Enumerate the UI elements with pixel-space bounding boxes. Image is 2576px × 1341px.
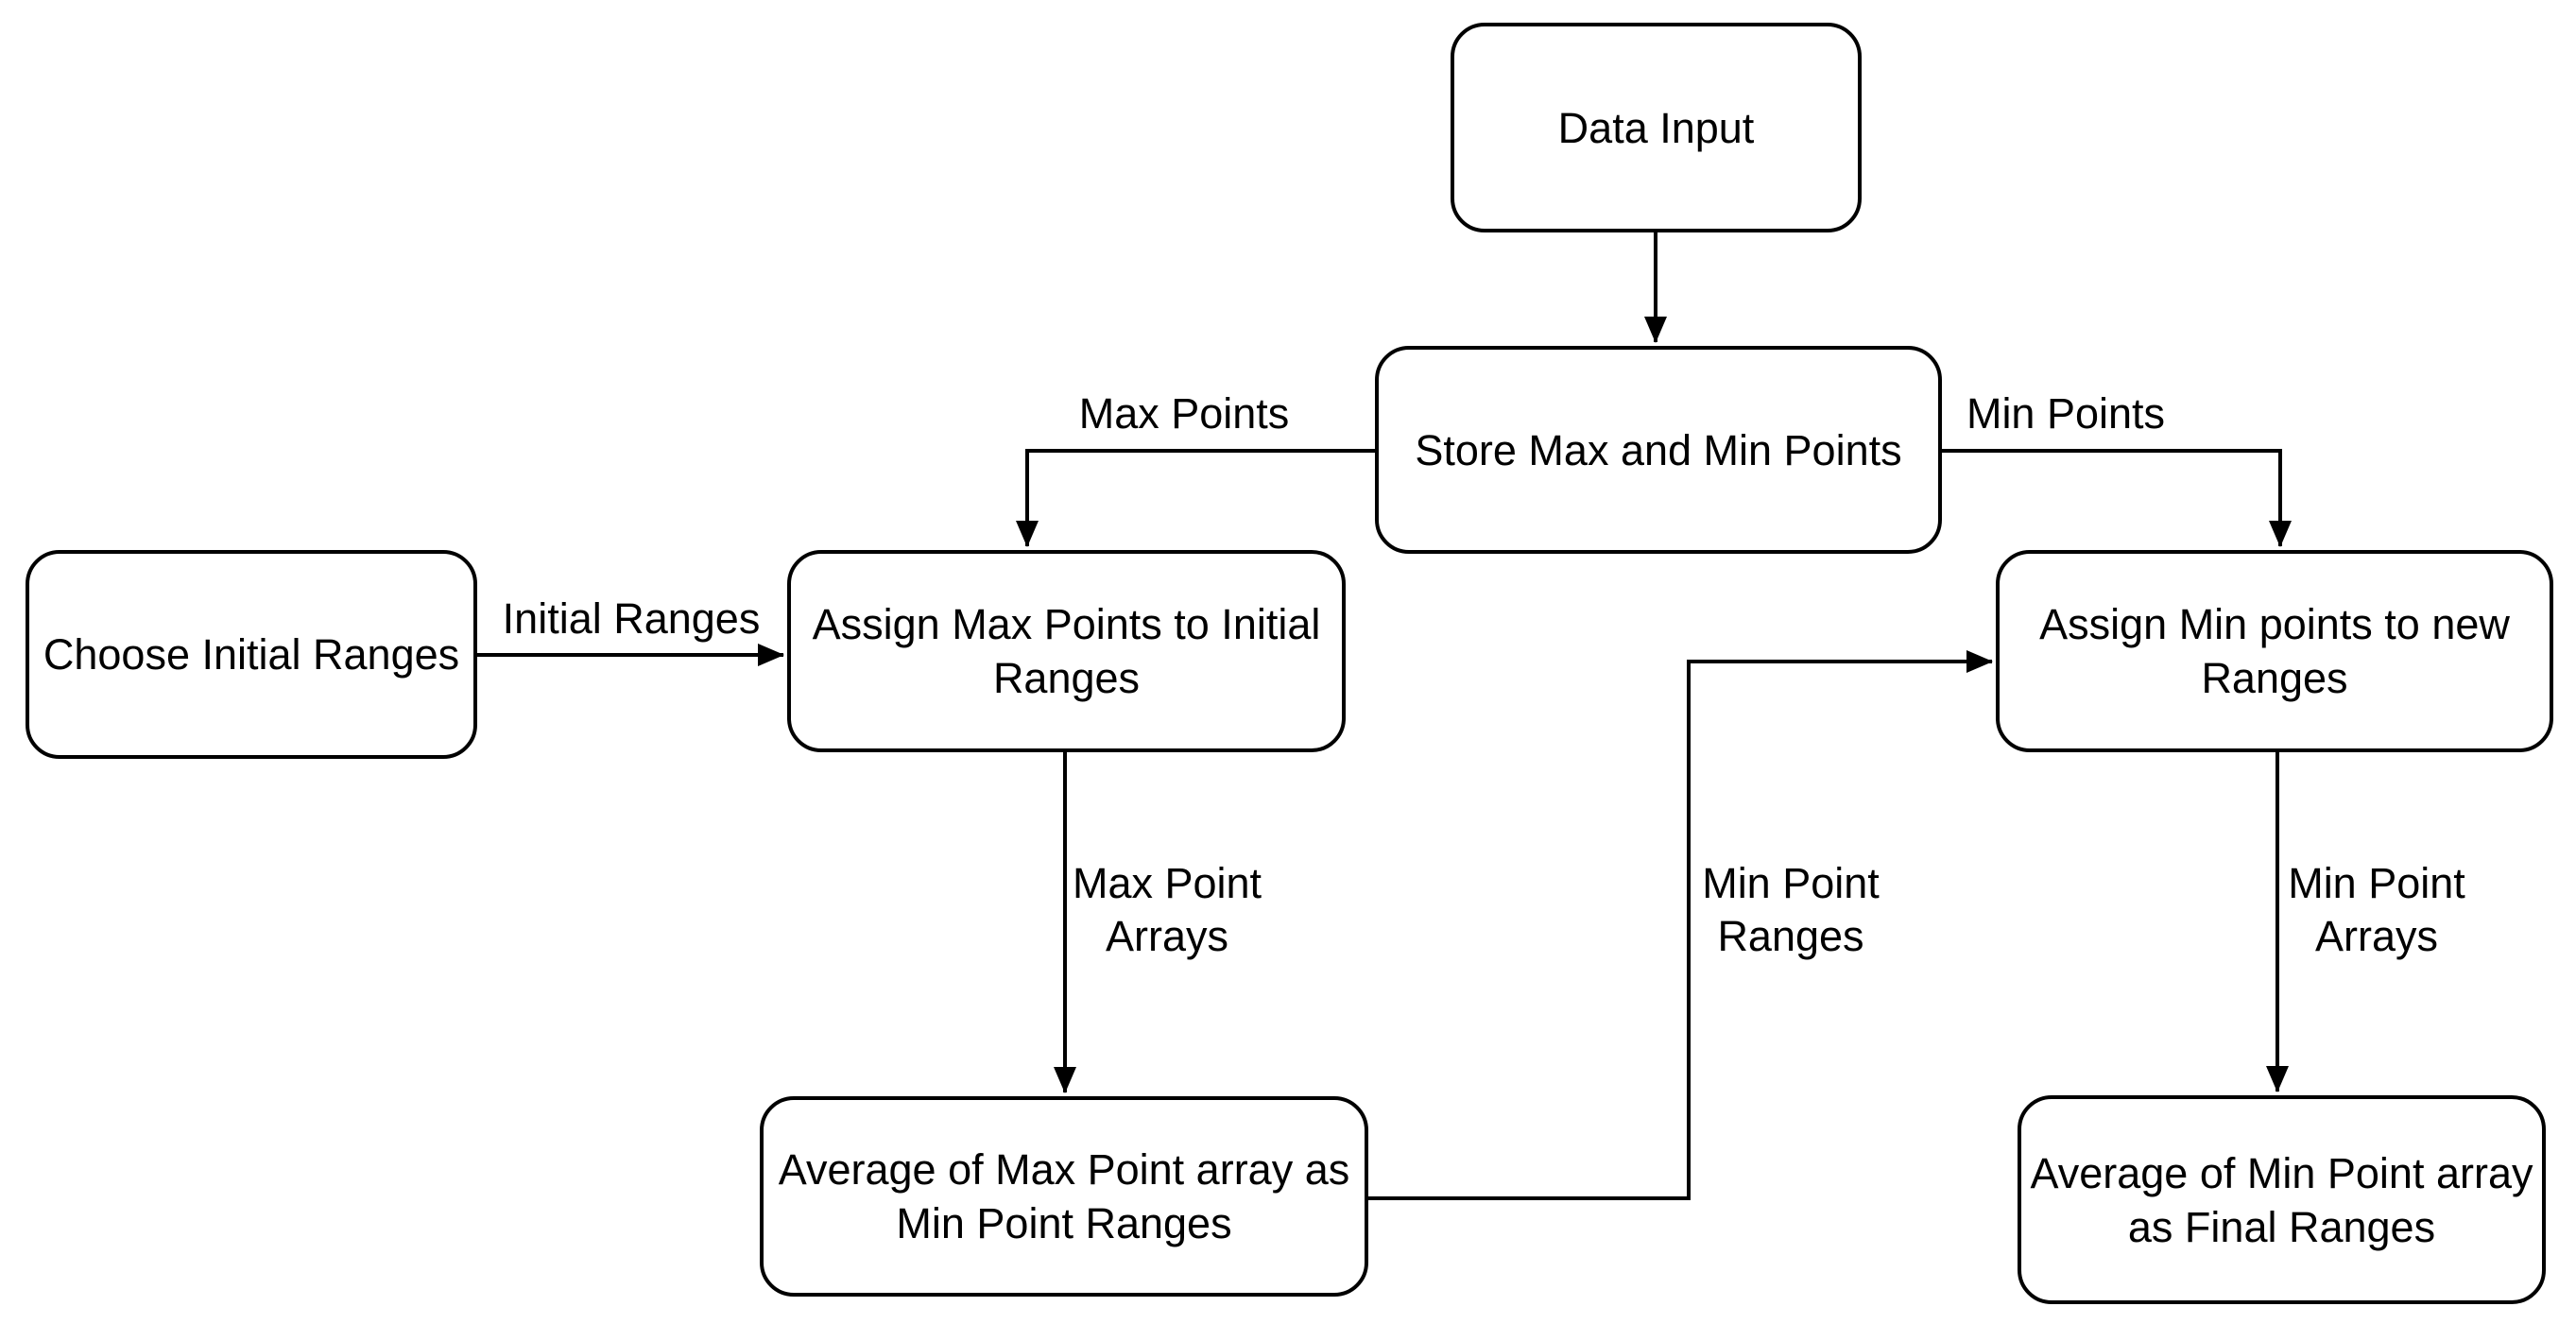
edge-store-to-assign-max xyxy=(1016,449,1375,547)
edge-label-min-point-arrays: Min Point Arrays xyxy=(2288,857,2465,963)
node-label-line1: Average of Max Point array as xyxy=(778,1145,1350,1194)
node-label-line1: Average of Min Point array xyxy=(2030,1148,2533,1197)
node-store-max-min-points: Store Max and Min Points xyxy=(1375,346,1942,554)
node-average-max-point-array: Average of Max Point array as Min Point … xyxy=(760,1096,1368,1297)
edge-label-line1: Min Point xyxy=(2288,859,2465,907)
node-label-line1: Assign Min points to new xyxy=(2039,600,2510,648)
node-label-line1: Assign Max Points to Initial xyxy=(812,600,1321,648)
node-assign-min-points: Assign Min points to new Ranges xyxy=(1996,550,2553,752)
edge-label-line1: Max Point xyxy=(1072,859,1262,907)
edge-label-line1: Min Point xyxy=(1702,859,1880,907)
edge-label-line2: Arrays xyxy=(1105,912,1228,960)
node-label: Data Input xyxy=(1557,103,1755,152)
node-label-line2: Ranges xyxy=(2201,654,2348,702)
node-data-input: Data Input xyxy=(1451,23,1862,232)
node-label-line2: Ranges xyxy=(992,654,1141,702)
edge-avg-max-to-assign-min xyxy=(1368,650,1993,1200)
node-label: Store Max and Min Points xyxy=(1415,425,1902,474)
node-assign-max-points: Assign Max Points to Initial Ranges xyxy=(787,550,1346,752)
edge-label-line2: Ranges xyxy=(1717,912,1864,960)
node-label: Choose Initial Ranges xyxy=(43,630,460,679)
node-choose-initial-ranges: Choose Initial Ranges xyxy=(26,550,477,759)
edge-label-max-points: Max Points xyxy=(1078,389,1290,438)
node-label-line2: Min Point Ranges xyxy=(896,1199,1232,1247)
edge-label-initial-ranges: Initial Ranges xyxy=(502,594,761,643)
edge-label-min-points: Min Points xyxy=(1966,389,2166,438)
node-label-line2: as Final Ranges xyxy=(2127,1202,2436,1251)
edge-store-to-assign-min xyxy=(1942,449,2292,547)
edge-label-min-point-ranges: Min Point Ranges xyxy=(1702,857,1880,963)
edge-label-line2: Arrays xyxy=(2314,912,2438,960)
node-average-min-point-array: Average of Min Point array as Final Rang… xyxy=(2018,1095,2546,1304)
edge-label-max-point-arrays: Max Point Arrays xyxy=(1073,857,1262,963)
